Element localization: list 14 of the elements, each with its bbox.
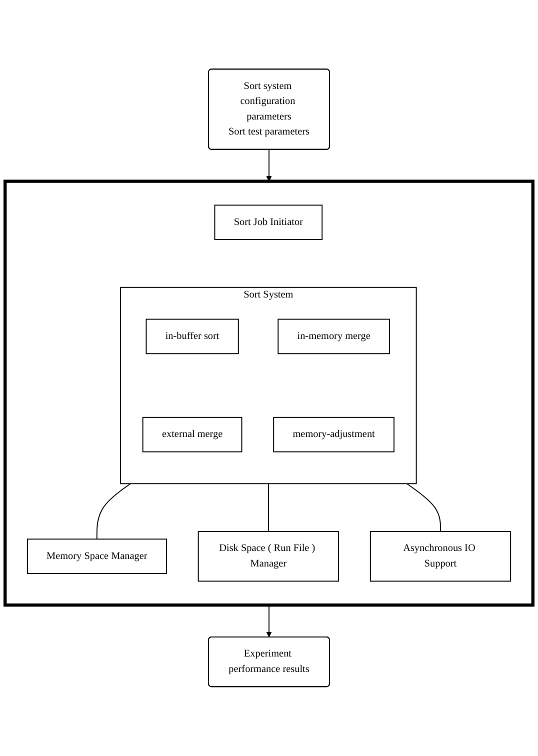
node-box: in-buffer sort [146, 318, 239, 354]
arrow [266, 604, 272, 638]
node-box: Disk Space ( Run File ) Manager [198, 531, 339, 582]
node-box: in-memory merge [278, 318, 390, 354]
node-box: Sort Job Initiator [214, 204, 323, 240]
arrow [266, 149, 272, 182]
connector [96, 483, 131, 540]
connector [268, 483, 269, 532]
node-box: memory-adjustment [273, 417, 394, 452]
node-box: Asynchronous IO Support [370, 531, 512, 582]
node-box: external merge [142, 417, 242, 452]
connector [406, 483, 441, 532]
cluster [4, 180, 534, 607]
node-box: Memory Space Manager [26, 538, 167, 574]
